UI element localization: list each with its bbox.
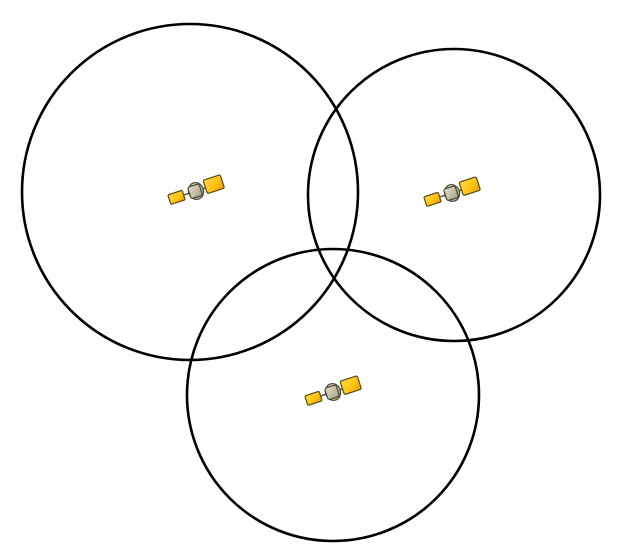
satellite-icon bbox=[423, 176, 481, 207]
coverage-circle-right bbox=[306, 47, 602, 343]
satellite-icon bbox=[167, 174, 225, 205]
coverage-circle-bottom bbox=[185, 247, 481, 543]
satellite-icon bbox=[304, 375, 362, 406]
